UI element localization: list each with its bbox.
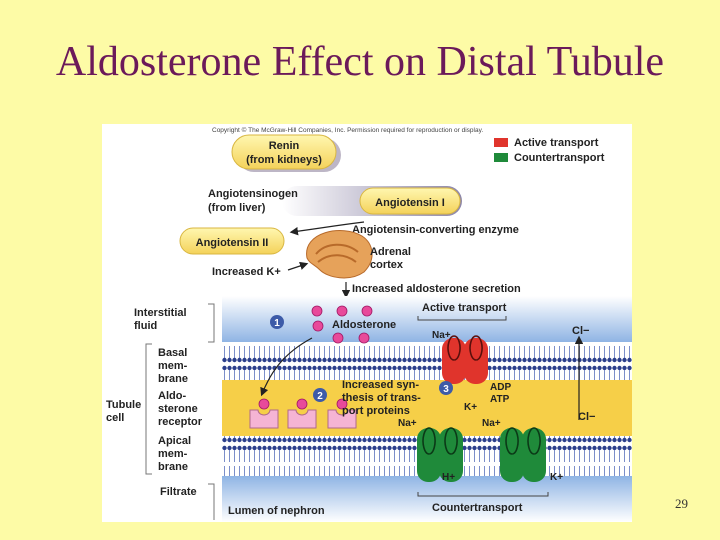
step-3-badge [439,381,453,395]
countertransporter-right [500,427,546,482]
increased-aldosterone-label: Increased aldosterone secretion [352,283,521,295]
tubule-cell-region [222,380,632,436]
slide-title: Aldosterone Effect on Distal Tubule [55,39,665,85]
angiotensin-1-label: Angiotensin I [375,197,445,209]
basal-label-2: mem- [158,360,188,372]
k-right-label: K+ [550,472,563,483]
legend-counter-label: Countertransport [514,152,605,164]
aldosterone-entry-arrow [260,337,313,397]
cl-top-label: Cl− [572,325,589,337]
apical-label: Apical [158,435,191,447]
adrenal-cortex-icon [306,230,373,279]
basal-label-3: brane [158,373,188,385]
legend-active-label: Active transport [514,137,599,149]
lumen-label: Lumen of nephron [228,505,325,517]
aldosterone-receptors [249,409,357,429]
step-2-label: 2 [317,391,323,402]
adp-label: ADP [490,382,511,393]
cl-right-label: Cl− [578,411,595,423]
active-transport-pump [442,335,488,384]
receptor-label-3: receptor [158,416,203,428]
aldosterone-label: Aldosterone [332,319,396,331]
copyright-text: Copyright © The McGraw-Hill Companies, I… [212,126,483,134]
angiotensin-2-pill: Angiotensin II [179,227,285,255]
angiotensinogen-label: Angiotensinogen [208,188,298,200]
angiotensinogen-source-label: (from liver) [208,202,266,214]
increased-k-label: Increased K+ [212,266,281,278]
active-transport-bracket [417,316,507,321]
aldosterone-molecules [311,305,373,344]
interstitial-fluid-region [222,296,632,342]
interstitial-bracket [208,303,215,343]
synthesis-label-3: port proteins [342,405,410,417]
diagram-svg: Copyright © The McGraw-Hill Companies, I… [106,126,632,522]
atp-label: ATP [490,394,510,405]
h-plus-label: H+ [442,472,455,483]
filtrate-bracket [208,483,215,520]
ace-label: Angiotensin-converting enzyme [352,224,519,236]
increased-k-arrow [287,261,309,271]
synthesis-label-1: Increased syn- [342,379,419,391]
synthesis-label-2: thesis of trans- [342,392,421,404]
interstitial-label-2: fluid [134,320,157,332]
angiotensin-1-pill: Angiotensin I [359,187,461,215]
bound-aldosterone [258,398,348,410]
countertransport-bottom-label: Countertransport [432,502,523,514]
basal-membrane [222,342,632,380]
na-basal-label: Na+ [432,330,451,341]
renin-label: Renin [269,140,300,152]
tubule-cell-label: Tubule [106,399,141,411]
basal-label: Basal [158,347,187,359]
legend-active-swatch [494,138,508,147]
renin-source-label: (from kidneys) [246,154,322,166]
na-mid-label: Na+ [482,418,501,429]
filtrate-label: Filtrate [160,486,197,498]
lumen-region [222,476,632,522]
receptor-label: Aldo- [158,390,186,402]
interstitial-label: Interstitial [134,307,187,319]
step-3-label: 3 [443,384,449,395]
step-2-badge [313,388,327,402]
step-1-badge [270,315,284,329]
apical-label-3: brane [158,461,188,473]
side-labels: Interstitial fluid Basal mem- brane Tubu… [106,307,203,498]
na-left-label: Na+ [398,418,417,429]
aldosterone-diagram: Copyright © The McGraw-Hill Companies, I… [102,124,632,522]
adrenal-label: Adrenal [370,246,411,258]
apical-label-2: mem- [158,448,188,460]
ace-arrow [289,221,365,236]
renin-pill: Renin (from kidneys) [231,134,341,172]
legend: Active transport Countertransport [494,137,605,164]
k-basal-label: K+ [464,402,477,413]
adrenal-cortex-label: cortex [370,259,404,271]
countertransport-bracket [417,492,549,497]
step-1-label: 1 [274,318,280,329]
tubule-bracket [145,343,152,475]
active-transport-top-label: Active transport [422,302,507,314]
page-number: 29 [675,496,688,511]
receptor-label-2: sterone [158,403,198,415]
tubule-cell-label-2: cell [106,412,124,424]
legend-counter-swatch [494,153,508,162]
countertransporter-left [417,427,463,482]
angiotensin-2-label: Angiotensin II [196,237,269,249]
